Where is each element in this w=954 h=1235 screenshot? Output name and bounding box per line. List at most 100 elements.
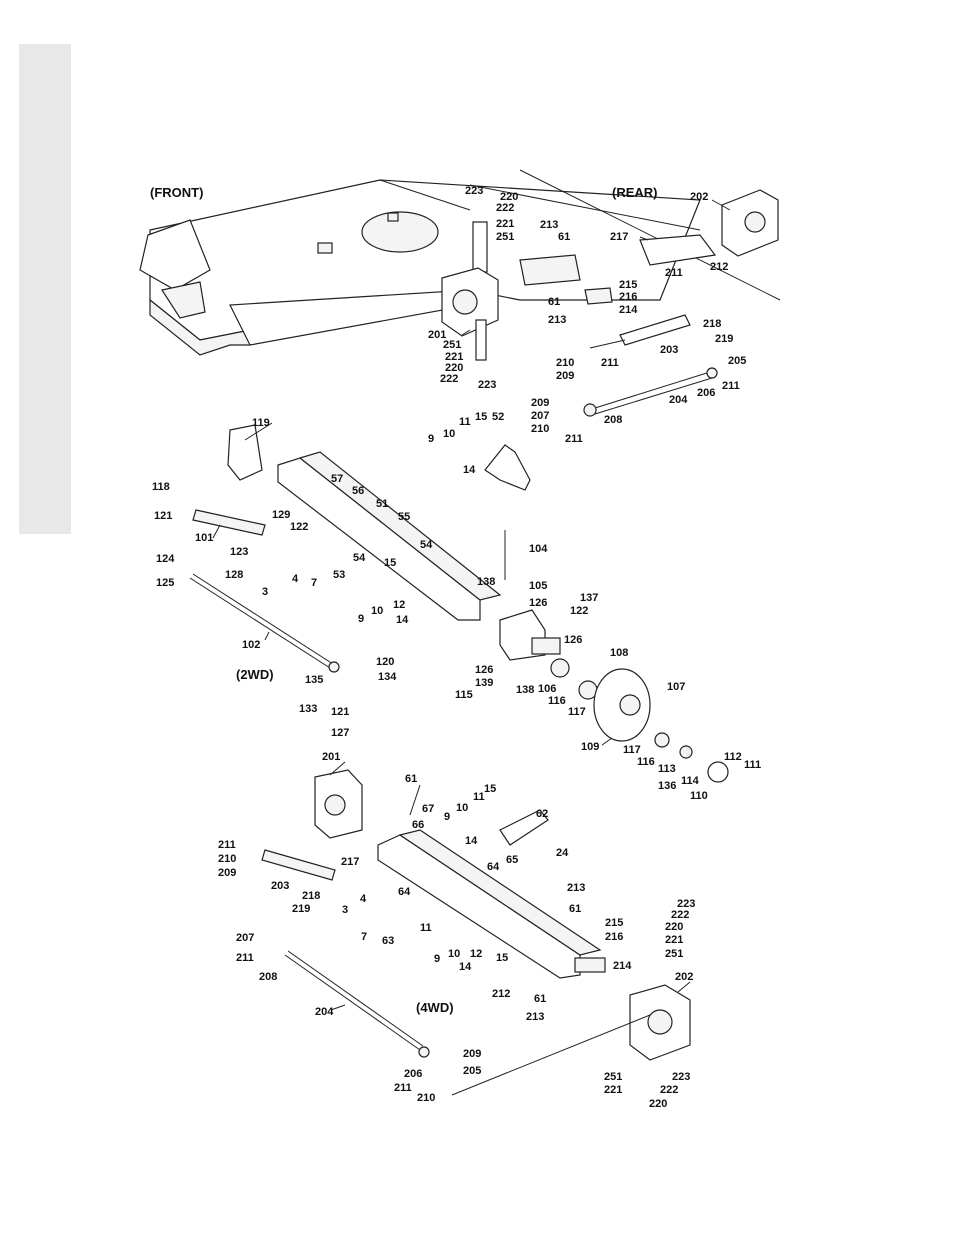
callout-label: 55 xyxy=(398,511,410,523)
callout-label: 201 xyxy=(322,751,340,763)
callout-label: 102 xyxy=(242,639,260,651)
callout-label: 210 xyxy=(218,853,236,865)
callout-label: 111 xyxy=(744,759,761,771)
callout-label: 57 xyxy=(331,473,343,485)
callout-label: 213 xyxy=(540,219,558,231)
callout-label: 64 xyxy=(398,886,411,898)
callout-label: 63 xyxy=(382,935,394,947)
callout-label: 213 xyxy=(548,314,566,326)
callout-label: 10 xyxy=(443,428,455,440)
callout-label: 118 xyxy=(152,481,170,493)
callout-label: 105 xyxy=(529,580,547,592)
callout-label: 202 xyxy=(675,971,693,983)
callout-label: 107 xyxy=(667,681,685,693)
callout-label: 214 xyxy=(619,304,638,316)
callout-label: 11 xyxy=(473,791,485,803)
heading-front: (FRONT) xyxy=(150,185,203,200)
callout-label: 208 xyxy=(259,971,277,983)
callout-label: 205 xyxy=(728,355,746,367)
callout-label: 123 xyxy=(230,546,248,558)
callout-label: 221 xyxy=(665,934,683,946)
callout-label: 12 xyxy=(393,599,405,611)
callout-label: 211 xyxy=(236,952,254,964)
callout-label: 54 xyxy=(420,539,433,551)
heading-rear: (REAR) xyxy=(612,185,658,200)
callout-label: 117 xyxy=(568,706,586,718)
callout-label: 204 xyxy=(669,394,688,406)
callout-label: 126 xyxy=(529,597,547,609)
callout-label: 11 xyxy=(420,922,432,934)
callout-label: 110 xyxy=(690,790,708,802)
callout-label: 115 xyxy=(455,689,473,701)
callout-label: 106 xyxy=(538,683,556,695)
callout-label: 116 xyxy=(548,695,566,707)
callout-label: 65 xyxy=(506,854,518,866)
callout-label: 221 xyxy=(496,218,514,230)
callout-labels: 223 220 222 221 251 213 61 202 217 212 2… xyxy=(152,185,761,1110)
callout-label: 251 xyxy=(443,339,461,351)
callout-label: 15 xyxy=(475,411,487,423)
callout-label: 204 xyxy=(315,1006,334,1018)
callout-label: 116 xyxy=(637,756,655,768)
callout-label: 205 xyxy=(463,1065,481,1077)
callout-label: 9 xyxy=(358,613,364,625)
callout-label: 214 xyxy=(613,960,632,972)
callout-label: 51 xyxy=(376,498,388,510)
callout-label: 212 xyxy=(492,988,510,1000)
callout-label: 9 xyxy=(428,433,434,445)
callout-label: 223 xyxy=(478,379,496,391)
callout-label: 201 xyxy=(428,329,446,341)
callout-label: 112 xyxy=(724,751,742,763)
callout-label: 127 xyxy=(331,727,349,739)
callout-label: 211 xyxy=(601,357,619,369)
callout-label: 15 xyxy=(484,783,496,795)
callout-label: 216 xyxy=(605,931,623,943)
callout-label: 66 xyxy=(412,819,424,831)
callout-label: 54 xyxy=(353,552,366,564)
callout-label: 222 xyxy=(496,202,514,214)
callout-label: 104 xyxy=(529,543,548,555)
callout-label: 122 xyxy=(290,521,308,533)
callout-label: 3 xyxy=(342,904,348,916)
callout-label: 138 xyxy=(477,576,495,588)
callout-label: 10 xyxy=(456,802,468,814)
callout-label: 213 xyxy=(567,882,585,894)
leader-lines xyxy=(212,199,731,1011)
callout-label: 219 xyxy=(292,903,310,915)
callout-label: 218 xyxy=(703,318,721,330)
callout-label: 14 xyxy=(396,614,409,626)
front-pivot-bracket-201 xyxy=(441,267,499,361)
callout-label: 211 xyxy=(565,433,583,445)
callout-label: 11 xyxy=(459,416,471,428)
heading-4wd: (4WD) xyxy=(416,1000,454,1015)
callout-label: 15 xyxy=(384,557,396,569)
callout-label: 207 xyxy=(531,410,549,422)
callout-label: 10 xyxy=(371,605,383,617)
callout-label: 135 xyxy=(305,674,323,686)
callout-label: 217 xyxy=(341,856,359,868)
callout-label: 223 xyxy=(672,1071,690,1083)
callout-label: 220 xyxy=(500,191,518,203)
callout-label: 113 xyxy=(658,763,676,775)
callout-label: 134 xyxy=(378,671,397,683)
callout-label: 61 xyxy=(558,231,570,243)
callout-label: 220 xyxy=(665,921,683,933)
callout-label: 121 xyxy=(331,706,349,718)
callout-label: 15 xyxy=(496,952,508,964)
callout-label: 64 xyxy=(487,861,500,873)
callout-label: 211 xyxy=(218,839,236,851)
callout-label: 210 xyxy=(417,1092,435,1104)
callout-label: 7 xyxy=(311,577,317,589)
callout-label: 223 xyxy=(677,898,695,910)
callout-label: 138 xyxy=(516,684,534,696)
callout-label: 207 xyxy=(236,932,254,944)
callout-label: 215 xyxy=(619,279,637,291)
callout-label: 101 xyxy=(195,532,213,544)
callout-label: 119 xyxy=(252,417,270,429)
callout-label: 209 xyxy=(218,867,236,879)
callout-label: 221 xyxy=(445,351,463,363)
callout-label: 14 xyxy=(465,835,478,847)
callout-label: 14 xyxy=(459,961,472,973)
callout-label: 126 xyxy=(475,664,493,676)
callout-label: 206 xyxy=(697,387,715,399)
